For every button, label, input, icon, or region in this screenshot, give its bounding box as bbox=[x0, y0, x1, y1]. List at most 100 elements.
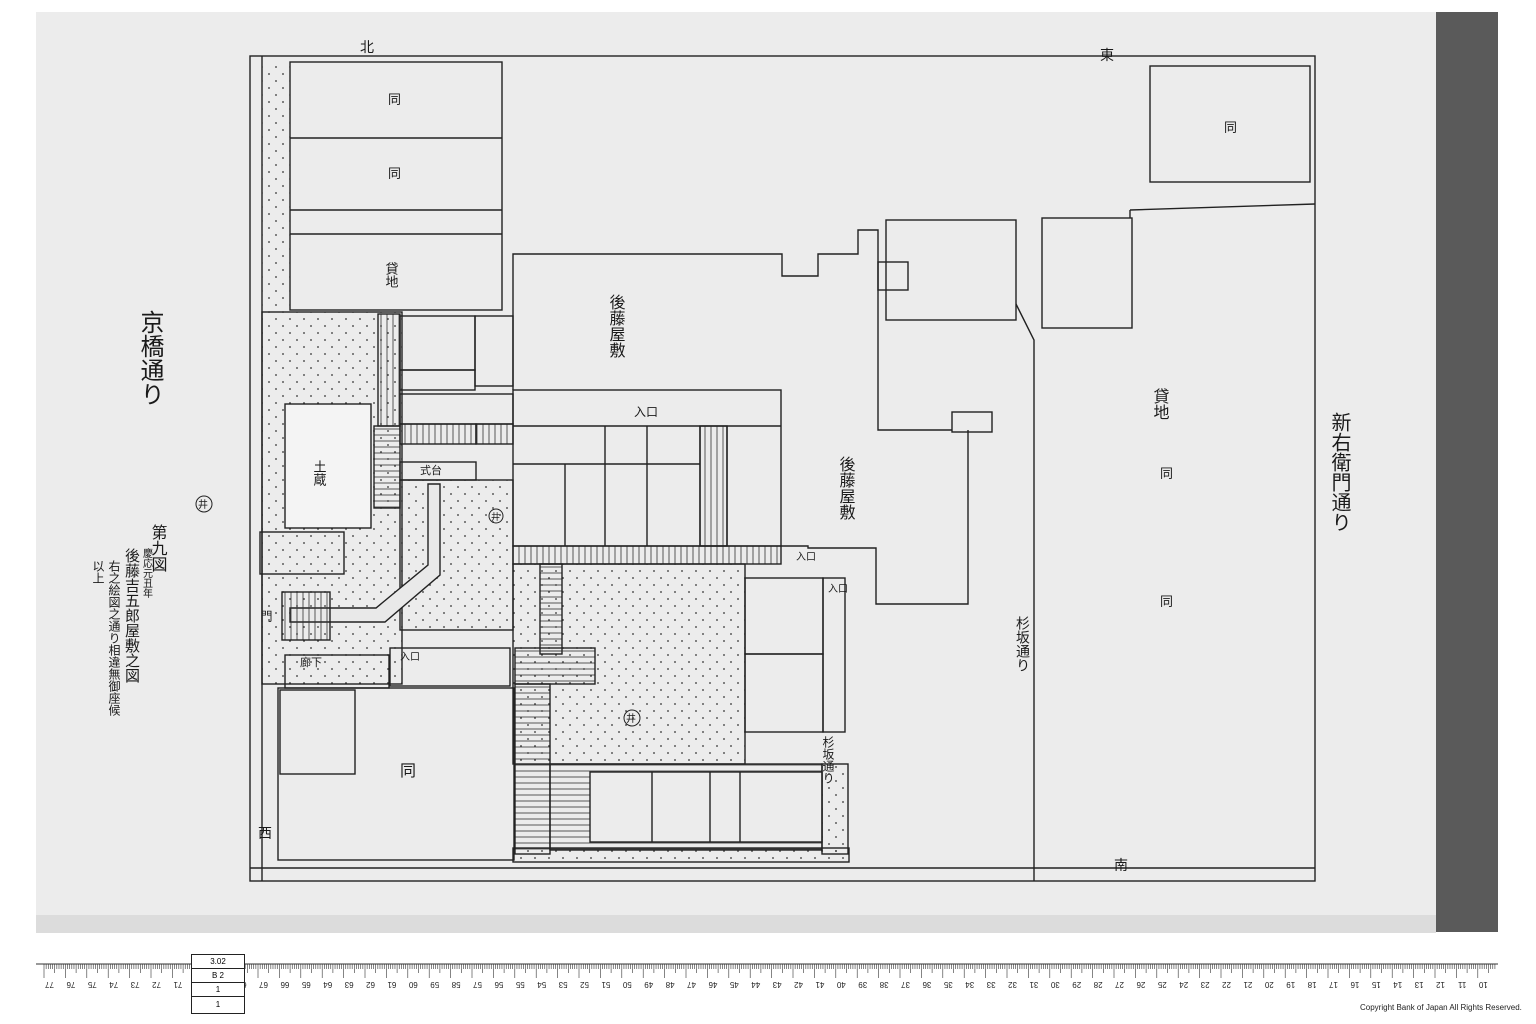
svg-text:井: 井 bbox=[626, 712, 636, 725]
neighbor-lower-label: 後藤屋敷 bbox=[837, 456, 856, 521]
ruler-number: 37 bbox=[901, 980, 910, 989]
ruler-number: 16 bbox=[1350, 980, 1359, 989]
ruler-number: 30 bbox=[1050, 980, 1059, 989]
right-kashichi-label: 貸地 bbox=[1151, 388, 1170, 420]
ruler-number: 38 bbox=[879, 980, 888, 989]
inner-street-label: 杉坂通り bbox=[821, 736, 835, 784]
ruler-number: 12 bbox=[1436, 980, 1445, 989]
ruler-number: 62 bbox=[366, 980, 375, 989]
ruler-number: 27 bbox=[1115, 980, 1124, 989]
catalog-row-2: B 2 bbox=[192, 969, 244, 983]
caption-line-2: 後藤吉五郎屋敷之図 bbox=[123, 548, 141, 683]
ruler-number: 64 bbox=[323, 980, 332, 989]
middle-street-label: 杉坂通り bbox=[1014, 616, 1030, 672]
ruler-number: 42 bbox=[794, 980, 803, 989]
right-plot-1-label: 同 bbox=[1160, 467, 1173, 482]
ruler-number: 41 bbox=[815, 980, 824, 989]
ruler-number: 43 bbox=[772, 980, 781, 989]
ruler-number: 72 bbox=[152, 980, 161, 989]
ruler-number: 54 bbox=[537, 980, 546, 989]
neighbor-upper-label: 後藤屋敷 bbox=[607, 294, 626, 359]
irikuchi-1-label: 入口 bbox=[634, 405, 658, 419]
ruler-number: 75 bbox=[87, 980, 96, 989]
compass-north: 北 bbox=[360, 40, 374, 56]
irikuchi-3-label: 入口 bbox=[828, 584, 848, 595]
caption-heading: 第九図 bbox=[149, 524, 168, 572]
top-block-3-label: 貸地 bbox=[383, 261, 399, 288]
ruler-number: 31 bbox=[1029, 980, 1038, 989]
caption-line-1: 慶応元丑年 bbox=[141, 547, 153, 599]
ruler-number: 18 bbox=[1307, 980, 1316, 989]
ruler-number: 26 bbox=[1136, 980, 1145, 989]
ruler-number: 58 bbox=[451, 980, 460, 989]
ruler-number: 63 bbox=[344, 980, 353, 989]
mon-label: 門 bbox=[259, 610, 273, 622]
paper-bottom-strip bbox=[36, 915, 1436, 933]
ruler-number: 28 bbox=[1093, 980, 1102, 989]
compass-west: 西 bbox=[258, 826, 272, 842]
shiki-label: 式台 bbox=[420, 463, 442, 477]
speckled-edge bbox=[1436, 12, 1498, 932]
ruler-number: 21 bbox=[1243, 980, 1252, 989]
ruler-number: 40 bbox=[836, 980, 845, 989]
ruler-number: 45 bbox=[729, 980, 738, 989]
irikuchi-2-label: 入口 bbox=[796, 552, 816, 563]
ruler-number: 34 bbox=[965, 980, 974, 989]
copyright-notice: Copyright Bank of Japan All Rights Reser… bbox=[1360, 1003, 1522, 1012]
catalog-row-3: 1 bbox=[192, 983, 244, 997]
ruler-number: 55 bbox=[515, 980, 524, 989]
ruler-number: 36 bbox=[922, 980, 931, 989]
ruler-number: 20 bbox=[1264, 980, 1273, 989]
ruler-number: 14 bbox=[1393, 980, 1402, 989]
ruler-number: 48 bbox=[665, 980, 674, 989]
svg-text:井: 井 bbox=[491, 511, 500, 523]
ruler-number: 39 bbox=[858, 980, 867, 989]
ruler-number: 51 bbox=[601, 980, 610, 989]
ruler-number: 44 bbox=[751, 980, 760, 989]
catalog-row-4: 1 bbox=[215, 999, 221, 1009]
rouka-label: 廊下 bbox=[300, 655, 322, 669]
ruler-number: 59 bbox=[430, 980, 439, 989]
well-mark-3 bbox=[623, 709, 641, 727]
ruler-number: 74 bbox=[109, 980, 118, 989]
ruler-number: 15 bbox=[1371, 980, 1380, 989]
ruler-number: 35 bbox=[943, 980, 952, 989]
ruler-number: 29 bbox=[1072, 980, 1081, 989]
ruler-number: 23 bbox=[1200, 980, 1209, 989]
ruler-number: 47 bbox=[687, 980, 696, 989]
ruler-number: 56 bbox=[494, 980, 503, 989]
ruler-number: 13 bbox=[1414, 980, 1423, 989]
catalog-label: 3.02 B 2 1 1 bbox=[191, 954, 245, 1014]
ruler-number: 32 bbox=[1008, 980, 1017, 989]
right-plot-3-label: 同 bbox=[1224, 121, 1237, 136]
ruler-number: 52 bbox=[580, 980, 589, 989]
ruler-number: 66 bbox=[280, 980, 289, 989]
top-block-1-label: 同 bbox=[388, 93, 401, 108]
measurement-ruler: 7776757473727170696867666564636261605958… bbox=[36, 963, 1498, 989]
irikuchi-4-label: 入口 bbox=[400, 652, 420, 663]
well-mark-2 bbox=[488, 508, 504, 524]
kura-label: 土蔵 bbox=[311, 460, 327, 486]
ruler-number: 17 bbox=[1329, 980, 1338, 989]
ruler-number: 10 bbox=[1478, 980, 1487, 989]
ruler-number: 76 bbox=[66, 980, 75, 989]
ruler-number: 25 bbox=[1157, 980, 1166, 989]
right-plot-2-label: 同 bbox=[1160, 595, 1173, 610]
ruler-number: 46 bbox=[708, 980, 717, 989]
catalog-row-1: 3.02 bbox=[192, 955, 244, 969]
ruler-number: 65 bbox=[301, 980, 310, 989]
caption-line-3: 右之絵図之通り相違無御座候 bbox=[107, 559, 121, 717]
ruler-number: 53 bbox=[558, 980, 567, 989]
right-street-label: 新右衛門通り bbox=[1328, 412, 1352, 532]
kura-building bbox=[284, 403, 372, 529]
bottom-block-label: 同 bbox=[400, 761, 416, 780]
ruler-number: 33 bbox=[986, 980, 995, 989]
left-street-label: 京橋通り bbox=[136, 310, 164, 406]
ruler-number: 67 bbox=[259, 980, 268, 989]
top-block-2-label: 同 bbox=[388, 167, 401, 182]
ruler-number: 49 bbox=[644, 980, 653, 989]
compass-east: 東 bbox=[1100, 48, 1114, 64]
well-mark-1 bbox=[195, 495, 213, 513]
ruler-number: 11 bbox=[1458, 980, 1467, 989]
